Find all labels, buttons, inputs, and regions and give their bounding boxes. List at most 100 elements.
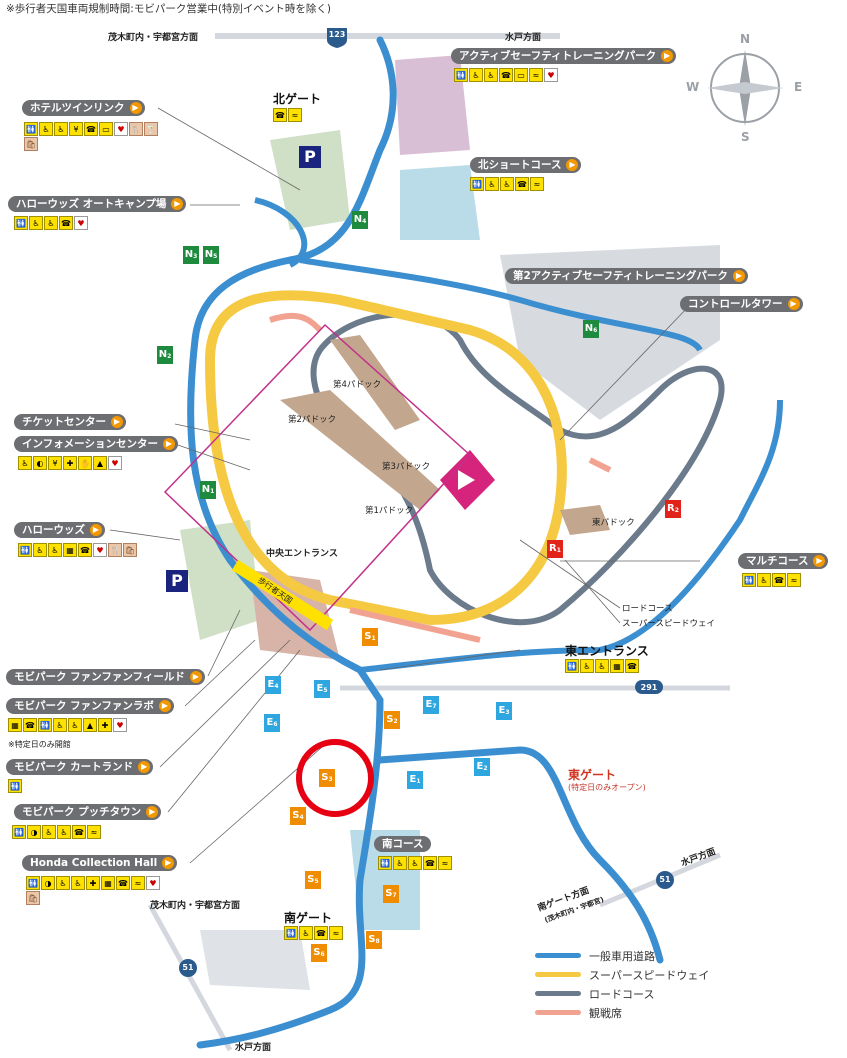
- label-honda-hall[interactable]: Honda Collection Hall▶: [22, 855, 178, 871]
- label-cartland[interactable]: モビパーク カートランド▶: [6, 759, 154, 775]
- wheelchair-toilet-icon: ♿: [580, 659, 594, 673]
- label-north-short-text: 北ショートコース: [478, 159, 562, 171]
- zone-active-safety-2: [500, 245, 720, 420]
- phone-icon: ☎: [314, 926, 328, 940]
- legend-label: スーパースピードウェイ: [589, 968, 710, 982]
- parking-N2: N2: [157, 346, 173, 364]
- route-51-west-label: 51: [182, 963, 194, 972]
- direction-top-right: 水戸方面: [505, 33, 542, 43]
- aed-icon: ♥: [114, 122, 128, 136]
- notice-text: ※歩行者天国車両規制時間:モビパーク営業中(特別イベント時を除く): [6, 3, 332, 15]
- label-north-short[interactable]: 北ショートコース▶: [470, 157, 582, 173]
- compass-rose: [707, 50, 783, 126]
- route-shield-123: [327, 28, 347, 48]
- parking-S3: S3: [319, 769, 335, 787]
- label-south-course-text: 南コース: [382, 838, 424, 850]
- aed-icon: ♥: [74, 216, 88, 230]
- label-south-course[interactable]: 南コース: [374, 836, 432, 852]
- label-multi[interactable]: マルチコース▶: [738, 553, 829, 569]
- parking-N5: N5: [203, 246, 219, 264]
- toilet-icon: 🚻: [742, 573, 756, 587]
- parking-E3: E3: [496, 702, 512, 720]
- legend-item-grandstand: 観戦席: [535, 1003, 709, 1022]
- phone-icon: ☎: [515, 177, 529, 191]
- paddock-area-east: [560, 505, 610, 535]
- label-ticket[interactable]: チケットセンター▶: [14, 414, 126, 430]
- phone-icon: ☎: [499, 68, 513, 82]
- phone-icon: ☎: [23, 718, 37, 732]
- label-active-safety-2[interactable]: 第2アクティブセーフティトレーニングパーク▶: [505, 268, 748, 284]
- label-funfan-field-text: モビパーク ファンファンフィールド: [14, 671, 185, 683]
- north-gate-label: 北ゲート: [273, 92, 322, 106]
- wheelchair-toilet-icon: ♿: [53, 718, 67, 732]
- label-hellowoods[interactable]: ハローウッズ▶: [14, 522, 105, 538]
- label-hotel-text: ホテルツインリンク: [30, 102, 125, 114]
- pedestrian-walkway: [231, 559, 334, 631]
- phone-icon: ☎: [273, 108, 287, 122]
- route-shield-51-west: [179, 959, 197, 977]
- arrow-icon: ▶: [162, 438, 175, 450]
- facility-icons-cartland: 🚻: [8, 779, 38, 793]
- accessible-icon: ♿: [408, 856, 422, 870]
- facility-icons-south-course: 🚻♿♿☎≈: [378, 856, 468, 870]
- road-course-label: ロードコース: [622, 604, 673, 614]
- legend-swatch: [535, 953, 581, 958]
- accessible-icon: ♿: [68, 718, 82, 732]
- label-ticket-text: チケットセンター: [22, 416, 106, 428]
- label-active-safety[interactable]: アクティブセーフティトレーニングパーク▶: [451, 48, 677, 64]
- label-camp[interactable]: ハローウッズ オートキャンプ場▶: [8, 196, 187, 212]
- route-123-label: 123: [328, 30, 346, 39]
- shop-icon: 🛍: [26, 891, 40, 905]
- phone-icon: ☎: [84, 122, 98, 136]
- smoking-icon: ▭: [99, 122, 113, 136]
- family-toilet-icon: ◑: [27, 825, 41, 839]
- highlight-circle: [296, 739, 374, 817]
- smoking-area-icon: ≈: [288, 108, 302, 122]
- facility-icons-funfan-lab: ▦☎🚻♿♿▲✚♥: [8, 718, 168, 732]
- phone-icon: ☎: [625, 659, 639, 673]
- label-funfan-lab-text: モビパーク ファンファンラボ: [14, 700, 154, 712]
- restaurant-icon: 🍴: [108, 543, 122, 557]
- facility-icons-camp: 🚻♿♿☎♥: [14, 216, 104, 230]
- facility-icons-hellowoods: 🚻♿♿▦☎♥ 🍴🛍: [18, 543, 138, 557]
- label-info[interactable]: インフォメーションセンター▶: [14, 436, 178, 452]
- parking-sign-hellowoods: P: [166, 570, 188, 592]
- parking-N3: N3: [183, 246, 199, 264]
- smoking-area-icon: ≈: [529, 68, 543, 82]
- south-gate-label: 南ゲート: [284, 911, 333, 925]
- legend-swatch: [535, 1010, 581, 1015]
- facility-icons-honda-hall: 🚻◑♿♿✚▦☎ ≈♥🛍: [26, 876, 166, 905]
- label-funfan-lab[interactable]: モビパーク ファンファンラボ▶: [6, 698, 174, 714]
- toilet-icon: 🚻: [26, 876, 40, 890]
- first-aid-icon: ✚: [63, 456, 77, 470]
- wheelchair-toilet-icon: ♿: [33, 543, 47, 557]
- wheelchair-toilet-icon: ♿: [757, 573, 771, 587]
- label-active-safety-text: アクティブセーフティトレーニングパーク: [459, 50, 657, 62]
- arrow-icon: ▶: [146, 806, 159, 818]
- paddock-1-label: 第1パドック: [365, 506, 414, 516]
- paddock-area-1: [280, 390, 440, 510]
- label-control-tower[interactable]: コントロールタワー▶: [680, 296, 803, 312]
- shop-icon: 🛍: [123, 543, 137, 557]
- accessible-icon: ♿: [54, 122, 68, 136]
- toilet-icon: 🚻: [378, 856, 392, 870]
- arrow-icon: ▶: [90, 524, 102, 536]
- special-day-note: ※特定日のみ開館: [8, 740, 71, 749]
- smoking-area-icon: ≈: [787, 573, 801, 587]
- label-hotel[interactable]: ホテルツインリンク▶: [22, 100, 145, 116]
- zone-south-gate: [200, 930, 310, 990]
- wheelchair-toilet-icon: ♿: [39, 122, 53, 136]
- label-funfan-field[interactable]: モビパーク ファンファンフィールド▶: [6, 669, 205, 685]
- phone-icon: ☎: [72, 825, 86, 839]
- control-tower-arrow: [458, 470, 475, 490]
- direction-top-left: 茂木町内・宇都宮方面: [108, 33, 199, 43]
- toilet-icon: 🚻: [38, 718, 52, 732]
- parking-S5: S5: [305, 871, 321, 889]
- grandstand-north: [269, 312, 323, 333]
- facility-icons-multi: 🚻♿☎≈: [742, 573, 832, 587]
- parking-E4: E4: [265, 676, 281, 694]
- compass-n: N: [740, 32, 751, 46]
- label-puchi[interactable]: モビパーク プッチタウン▶: [14, 804, 162, 820]
- wheelchair-toilet-icon: ♿: [29, 216, 43, 230]
- locker-icon: ▦: [610, 659, 624, 673]
